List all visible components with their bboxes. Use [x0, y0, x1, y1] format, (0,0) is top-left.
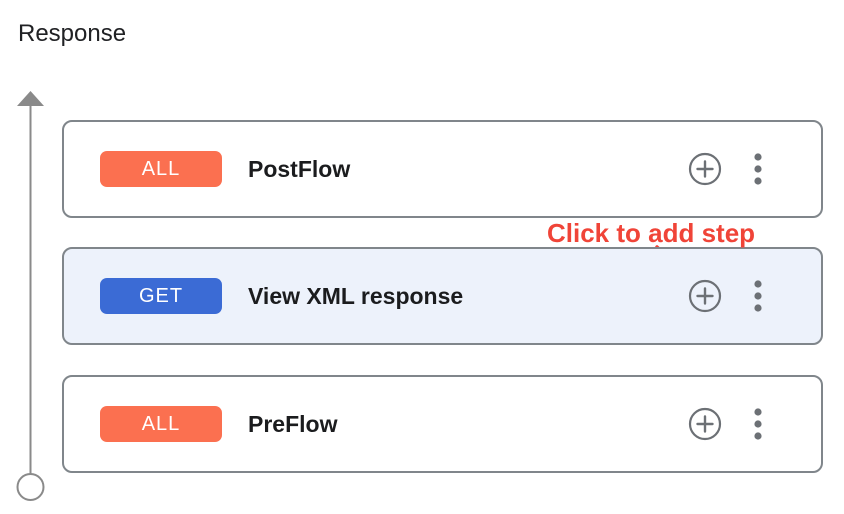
plus-circle-icon — [688, 407, 722, 441]
add-step-button[interactable] — [687, 278, 723, 314]
kebab-menu-icon — [754, 408, 762, 440]
flow-card-view-xml-response[interactable]: GET View XML response — [62, 247, 823, 345]
verb-badge: GET — [100, 278, 222, 314]
verb-badge: ALL — [100, 151, 222, 187]
kebab-menu-icon — [754, 280, 762, 312]
flow-card-preflow[interactable]: ALL PreFlow — [62, 375, 823, 473]
more-options-button[interactable] — [749, 152, 767, 186]
plus-circle-icon — [688, 279, 722, 313]
verb-badge: ALL — [100, 406, 222, 442]
card-actions — [687, 406, 767, 442]
page-title: Response — [18, 20, 127, 47]
circle-outline-icon — [16, 473, 45, 501]
flow-name: PostFlow — [248, 155, 351, 182]
card-actions — [687, 278, 767, 314]
flow-name: View XML response — [248, 282, 464, 309]
arrow-up-icon — [17, 91, 44, 106]
kebab-menu-icon — [754, 153, 762, 185]
annotation-label: Click to add step — [547, 218, 756, 248]
add-step-button[interactable] — [687, 151, 723, 187]
more-options-button[interactable] — [749, 407, 767, 441]
flow-card-postflow[interactable]: ALL PostFlow — [62, 120, 823, 218]
flow-name: PreFlow — [248, 410, 338, 437]
plus-circle-icon — [688, 152, 722, 186]
more-options-button[interactable] — [749, 279, 767, 313]
add-step-button[interactable] — [687, 406, 723, 442]
card-actions — [687, 151, 767, 187]
